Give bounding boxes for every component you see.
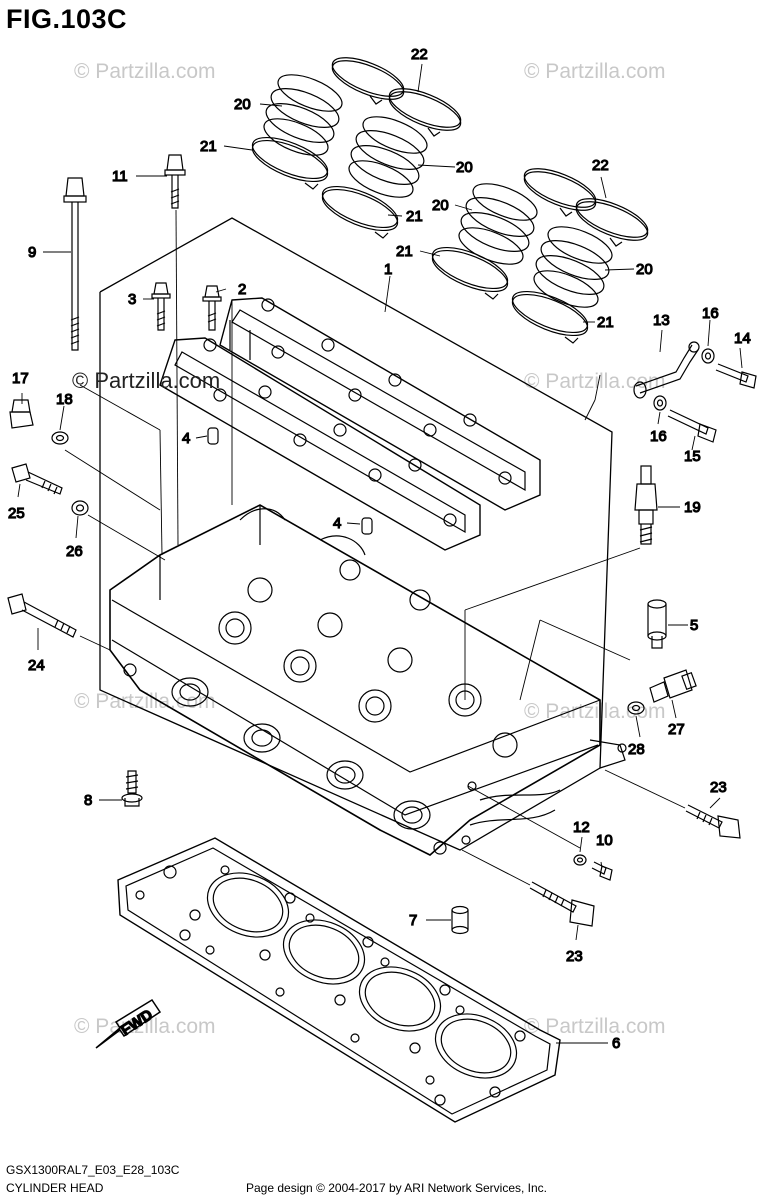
- pipe-13: [633, 341, 700, 399]
- callout-13: 13: [653, 312, 670, 329]
- callout-18: 18: [56, 391, 73, 408]
- callout-15: 15: [684, 448, 701, 465]
- bolt-23-lower: [529, 881, 595, 927]
- callout-2: 2: [238, 281, 246, 298]
- cylinder-head-body: [109, 504, 627, 856]
- callout-9: 9: [28, 244, 36, 261]
- tube-5: [647, 599, 667, 649]
- callout-16: 16: [702, 305, 719, 322]
- callout-24: 24: [28, 657, 45, 674]
- washer-16-a: [701, 348, 715, 364]
- bolt-23-right: [685, 804, 741, 839]
- callout-23: 23: [710, 779, 727, 796]
- callout-3: 3: [128, 291, 136, 308]
- washer-18: [51, 431, 69, 445]
- clamp-21-a: [251, 136, 329, 190]
- watermark: © Partzilla.com: [74, 1015, 216, 1038]
- clamp-21-c: [431, 246, 509, 300]
- callout-22: 22: [592, 157, 609, 174]
- clamp-22-d: [575, 198, 649, 247]
- bolt-10: [591, 861, 613, 881]
- boot-20-b: [348, 116, 428, 198]
- watermark: © Partzilla.com: [74, 690, 216, 713]
- callout-27: 27: [668, 721, 685, 738]
- dowel-4-b: [361, 517, 373, 535]
- callout-1: 1: [384, 261, 392, 278]
- callout-6: 6: [612, 1035, 620, 1052]
- leader-lines: [17, 63, 743, 1044]
- watermark: © Partzilla.com: [524, 370, 666, 393]
- callout-25: 25: [8, 505, 25, 522]
- callout-28: 28: [628, 741, 645, 758]
- cam-holder-upper: [219, 297, 541, 511]
- clamp-21-d: [511, 290, 589, 344]
- watermark: © Partzilla.com: [524, 1015, 666, 1038]
- clamp-22-c: [523, 168, 597, 217]
- copyright-notice: Page design © 2004-2017 by ARI Network S…: [246, 1181, 548, 1195]
- section-name: CYLINDER HEAD: [6, 1181, 104, 1195]
- callout-22: 22: [411, 46, 428, 63]
- callout-12: 12: [573, 819, 590, 836]
- fwd-label: FWD: [118, 1006, 156, 1039]
- plug-17: [9, 399, 34, 429]
- washer-28: [627, 701, 645, 715]
- boot-20-a: [263, 74, 343, 156]
- bolt-11: [164, 154, 186, 209]
- callout-20: 20: [456, 159, 473, 176]
- bolt-15: [667, 409, 717, 443]
- spark-plug-19: [634, 465, 658, 545]
- clamp-22-a: [331, 57, 405, 105]
- watermark: © Partzilla.com: [524, 60, 666, 83]
- bolt-14: [715, 363, 757, 389]
- bolt-8: [121, 770, 143, 807]
- fwd-arrow-icon: [95, 998, 162, 1049]
- callout-21: 21: [406, 208, 423, 225]
- dowel-4-a: [207, 427, 219, 445]
- callout-20: 20: [432, 197, 449, 214]
- callout-26: 26: [66, 543, 83, 560]
- bolt-25: [11, 463, 63, 495]
- callout-5: 5: [690, 617, 698, 634]
- callout-4: 4: [182, 430, 190, 447]
- watermark: © Partzilla.com: [524, 700, 666, 723]
- clamp-22-b: [388, 88, 462, 137]
- callout-17: 17: [12, 370, 29, 387]
- washer-16-b: [653, 395, 667, 411]
- sensor-27: [649, 669, 697, 703]
- callout-10: 10: [596, 832, 613, 849]
- figure-title: FIG.103C: [6, 4, 128, 34]
- watermark-dark: © Partzilla.com: [72, 368, 221, 393]
- head-gasket-6: [117, 837, 561, 1123]
- boot-20-c: [458, 183, 538, 265]
- bolt-2: [202, 285, 222, 331]
- callout-14: 14: [734, 330, 751, 347]
- callout-23: 23: [566, 948, 583, 965]
- callout-21: 21: [597, 314, 614, 331]
- clamp-21-b: [321, 185, 399, 239]
- dowel-7: [451, 905, 469, 935]
- washer-26: [71, 500, 89, 516]
- callout-21: 21: [200, 138, 217, 155]
- callout-8: 8: [84, 792, 92, 809]
- callout-7: 7: [409, 912, 417, 929]
- boot-20-d: [533, 226, 613, 308]
- callout-11: 11: [112, 168, 128, 185]
- callout-16: 16: [650, 428, 667, 445]
- callout-20: 20: [636, 261, 653, 278]
- model-code: GSX1300RAL7_E03_E28_103C: [6, 1163, 180, 1177]
- watermark: © Partzilla.com: [74, 60, 216, 83]
- bolt-9: [63, 177, 87, 351]
- bolt-3: [151, 282, 171, 331]
- washer-12: [573, 854, 587, 866]
- callout-20: 20: [234, 96, 251, 113]
- callout-4: 4: [333, 515, 341, 532]
- callout-19: 19: [684, 499, 701, 516]
- bolt-24: [7, 593, 77, 638]
- callout-21: 21: [396, 243, 413, 260]
